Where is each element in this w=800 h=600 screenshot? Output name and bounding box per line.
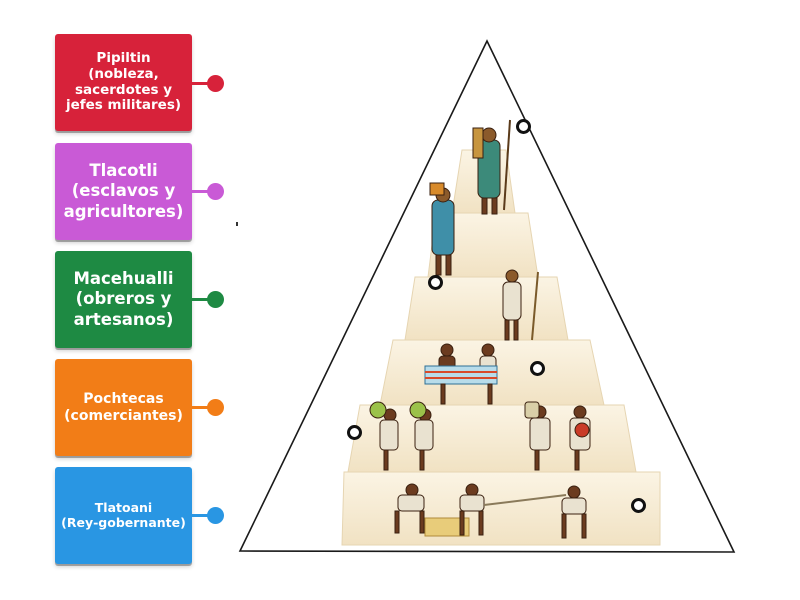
- pyramid-outline: [238, 39, 736, 553]
- connector-line: [192, 190, 212, 193]
- label-card-tlacotli[interactable]: Tlacotli (esclavos y agricultores): [55, 143, 192, 240]
- merchant-figures: [369, 401, 591, 471]
- drop-target-3[interactable]: [530, 361, 545, 376]
- connector-line: [192, 514, 212, 517]
- label-card-text: Tlacotli (esclavos y agricultores): [63, 160, 184, 221]
- label-card-pipiltin[interactable]: Pipiltin (nobleza, sacerdotes y jefes mi…: [55, 34, 192, 131]
- drop-target-1[interactable]: [516, 119, 531, 134]
- pyramid-figures: [369, 119, 591, 539]
- label-card-macehualli[interactable]: Macehualli (obreros y artesanos): [55, 251, 192, 348]
- priest-figure: [429, 182, 455, 276]
- label-card-text: Macehualli (obreros y artesanos): [73, 268, 174, 329]
- drag-handle-tlacotli[interactable]: [207, 183, 224, 200]
- connector-line: [192, 82, 212, 85]
- pyramid-tier: [341, 471, 661, 546]
- artisan-figures: [424, 343, 498, 405]
- drag-handle-tlatoani[interactable]: [207, 507, 224, 524]
- connector-line: [192, 298, 212, 301]
- label-card-pochtecas[interactable]: Pochtecas (comerciantes): [55, 359, 192, 456]
- warrior-figure: [502, 269, 539, 341]
- pyramid-tiers: [341, 149, 661, 546]
- drag-handle-macehualli[interactable]: [207, 291, 224, 308]
- ruler-figure: [472, 119, 511, 215]
- label-card-text: Pochtecas (comerciantes): [64, 390, 183, 424]
- label-card-text: Pipiltin (nobleza, sacerdotes y jefes mi…: [65, 49, 182, 114]
- label-card-tlatoani[interactable]: Tlatoani (Rey-gobernante): [55, 467, 192, 564]
- drop-target-2[interactable]: [428, 275, 443, 290]
- drop-target-5[interactable]: [631, 498, 646, 513]
- label-card-text: Tlatoani (Rey-gobernante): [61, 499, 186, 530]
- connector-line: [192, 406, 212, 409]
- laborer-figures: [394, 483, 587, 539]
- drop-target-4[interactable]: [347, 425, 362, 440]
- drag-handle-pochtecas[interactable]: [207, 399, 224, 416]
- drag-handle-pipiltin[interactable]: [207, 75, 224, 92]
- mouse-cursor-mark: [236, 222, 238, 226]
